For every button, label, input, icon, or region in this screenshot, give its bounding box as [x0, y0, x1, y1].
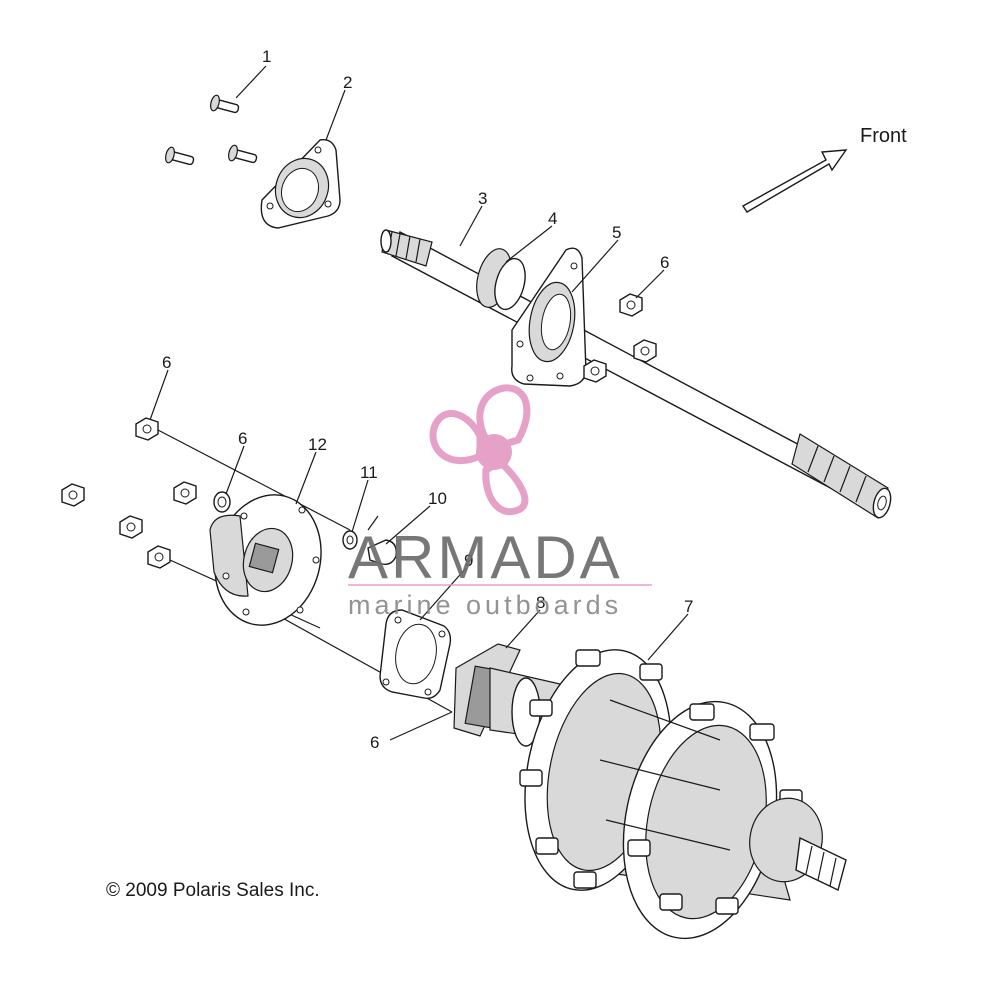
- flange-plate-part-2: [260, 139, 341, 229]
- callout-6-bottom: 6: [370, 733, 379, 752]
- callout-9: 9: [464, 551, 473, 570]
- callout-3: 3: [478, 189, 487, 208]
- callout-8: 8: [536, 593, 545, 612]
- bearing-part-4: [476, 248, 526, 311]
- callout-6-upper: 6: [660, 253, 669, 272]
- callout-10: 10: [428, 489, 447, 508]
- front-arrow: Front: [741, 125, 907, 213]
- drive-sprocket-part-7: [519, 649, 847, 940]
- armada-watermark: ARMADA marine outboards: [348, 384, 652, 620]
- callout-1: 1: [262, 47, 271, 66]
- gasket-part-9: [379, 609, 452, 700]
- plug-part-10: [367, 539, 397, 566]
- bearing-flange-part-5: [511, 247, 587, 387]
- callout-leaders: [149, 65, 689, 741]
- drive-shaft-part-3: [380, 229, 892, 519]
- callout-11: 11: [360, 463, 378, 482]
- nut-part-6-upper: [583, 293, 657, 383]
- callout-labels: 1 2 3 4 5 6 6 6 12 11 10 9 8 7 6: [162, 47, 693, 752]
- hub-flange-part-12: [209, 494, 322, 626]
- callout-6-left-top: 6: [162, 353, 171, 372]
- callout-12: 12: [308, 435, 327, 454]
- watermark-tagline: marine outboards: [348, 590, 622, 620]
- callout-5: 5: [612, 223, 621, 242]
- washer-part-11: [342, 530, 358, 550]
- callout-6-left: 6: [238, 429, 247, 448]
- callout-4: 4: [548, 209, 557, 228]
- nuts-left: [61, 417, 231, 569]
- copyright-notice: © 2009 Polaris Sales Inc.: [106, 880, 320, 901]
- callout-7: 7: [684, 597, 693, 616]
- callout-2: 2: [343, 73, 352, 92]
- bolt-part-1: [165, 94, 258, 166]
- propeller-logo: [429, 384, 531, 516]
- watermark-brand: ARMADA: [348, 524, 623, 591]
- front-label: Front: [860, 125, 907, 147]
